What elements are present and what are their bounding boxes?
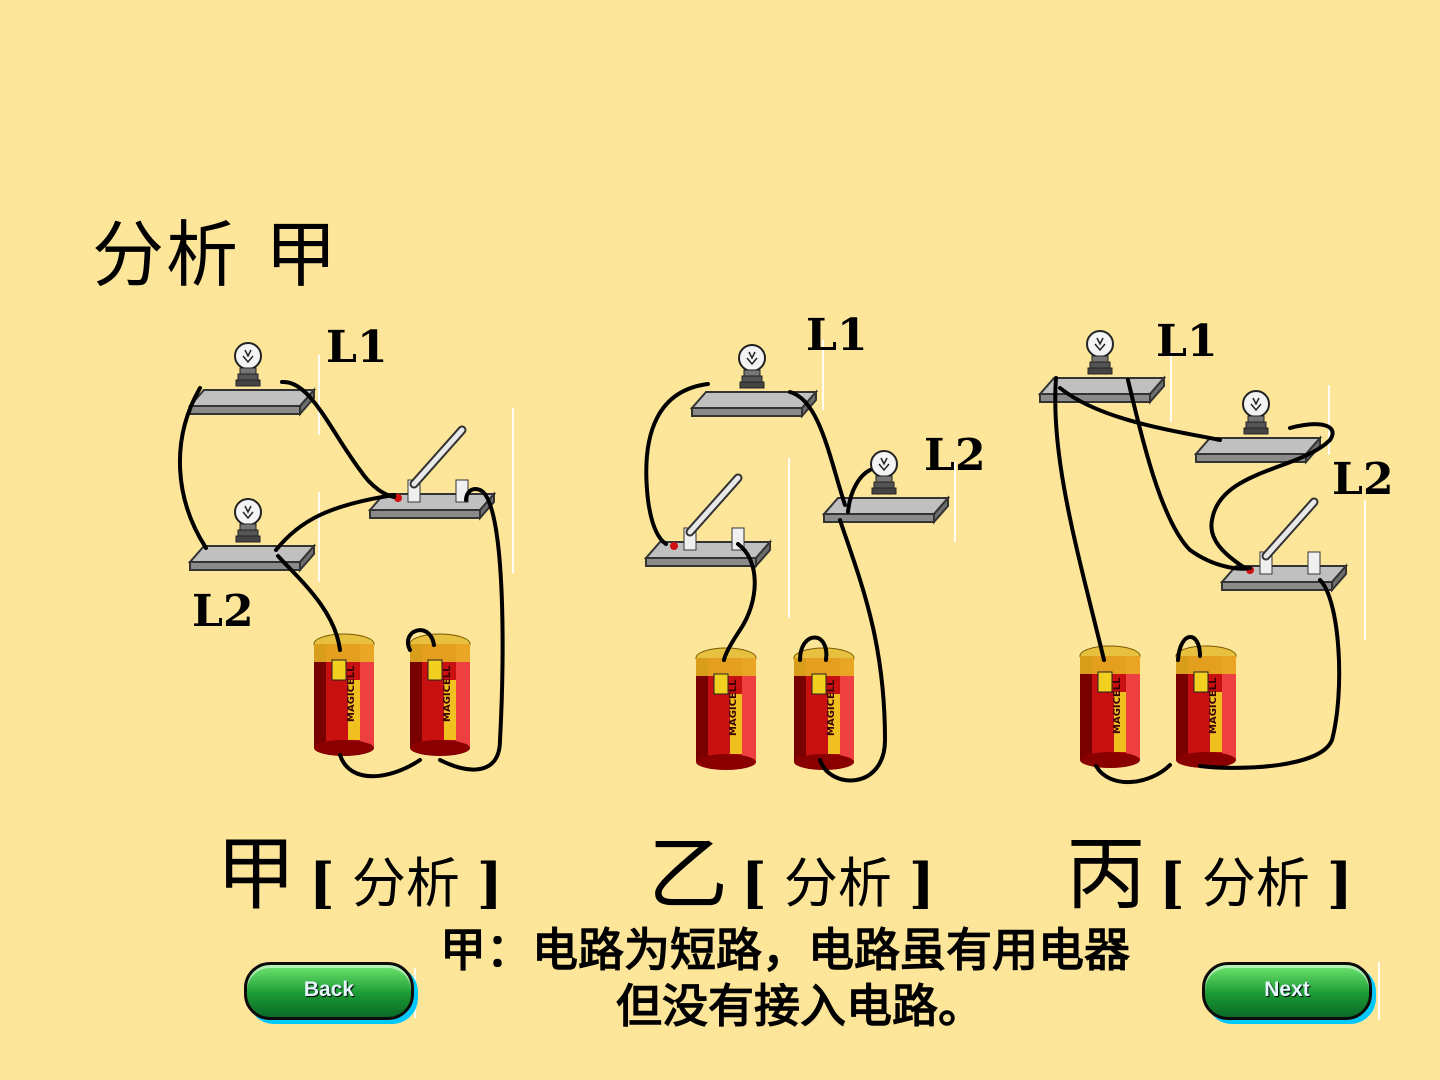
- label-bing-l2: L2: [1332, 454, 1394, 505]
- label-jia-l1: L1: [326, 322, 388, 373]
- battery-jia-2: [409, 633, 471, 757]
- analysis-line-1: 甲：电路为短路，电路虽有用电器: [440, 923, 1130, 977]
- analysis-text: 甲：电路为短路，电路虽有用电器 但没有接入电路。: [440, 922, 1160, 1034]
- next-button[interactable]: Next: [1202, 962, 1372, 1020]
- caption-yi: 乙 [ 分析 ]: [648, 810, 935, 926]
- label-bing-l1: L1: [1156, 316, 1218, 367]
- bracket-open: [: [309, 851, 335, 915]
- bulb-l1: [1086, 330, 1114, 375]
- lamp-board-l1: [1039, 377, 1165, 403]
- label-yi-l2: L2: [924, 430, 986, 481]
- wires-bing: [1053, 376, 1342, 784]
- decor-line: [822, 340, 824, 410]
- battery-yi-2: [793, 647, 855, 771]
- switch-jia: [370, 430, 494, 518]
- switch-yi: [646, 478, 770, 566]
- battery-brand-text: MAGICELL: [728, 679, 739, 736]
- lamp-board-l2: [189, 545, 315, 571]
- battery-brand-text: MAGICELL: [1112, 677, 1123, 734]
- back-button[interactable]: Back: [244, 962, 414, 1020]
- slide-title: 分析 甲: [92, 213, 339, 297]
- switch-bing: [1222, 502, 1346, 590]
- caption-yi-title: 乙: [648, 828, 728, 921]
- caption-bing-title: 丙: [1066, 828, 1146, 921]
- caption-bing: 丙 [ 分析 ]: [1066, 810, 1353, 926]
- decor-line: [1364, 500, 1366, 640]
- decor-line: [954, 462, 956, 542]
- bracket-open: [: [1159, 851, 1185, 915]
- decor-line: [1378, 962, 1380, 1020]
- lamp-board-l1: [189, 389, 315, 415]
- label-jia-l2: L2: [192, 586, 254, 637]
- bracket-close: ]: [1327, 851, 1353, 915]
- bulb-l2: [234, 498, 262, 543]
- bracket-close: ]: [477, 851, 503, 915]
- decor-line: [512, 408, 514, 573]
- battery-brand-text: MAGICELL: [1208, 677, 1219, 734]
- decor-line: [1328, 385, 1330, 455]
- battery-bing-1: [1079, 645, 1141, 769]
- battery-brand-text: MAGICELL: [346, 665, 357, 722]
- bulb-l2: [1242, 390, 1270, 435]
- decor-line: [788, 458, 790, 618]
- decor-line: [414, 968, 416, 1018]
- circuit-jia: [178, 342, 505, 779]
- label-yi-l1: L1: [806, 310, 868, 361]
- circuit-bing: [1039, 330, 1346, 784]
- battery-brand-text: MAGICELL: [826, 679, 837, 736]
- bracket-close: ]: [909, 851, 935, 915]
- decor-line: [318, 492, 320, 582]
- battery-bing-2: [1175, 645, 1237, 769]
- battery-brand-text: MAGICELL: [442, 665, 453, 722]
- decor-line: [1170, 352, 1172, 422]
- bulb-l1: [234, 342, 262, 387]
- caption-bing-link[interactable]: [ 分析 ]: [1159, 851, 1353, 915]
- wires-jia: [178, 379, 505, 779]
- caption-jia: 甲 [ 分析 ]: [216, 810, 503, 926]
- bulb-l2: [870, 450, 898, 495]
- battery-jia-1: [313, 633, 375, 757]
- wires-yi: [644, 382, 888, 783]
- battery-yi-1: [695, 647, 757, 771]
- analysis-line-2: 但没有接入电路。: [616, 979, 984, 1033]
- bulb-l1: [738, 344, 766, 389]
- decor-line: [318, 355, 320, 435]
- caption-yi-link-text: 分析: [783, 852, 892, 915]
- caption-jia-link[interactable]: [ 分析 ]: [309, 851, 503, 915]
- caption-jia-title: 甲: [216, 828, 296, 921]
- caption-jia-link-text: 分析: [351, 852, 460, 915]
- bracket-open: [: [741, 851, 767, 915]
- circuit-yi: [644, 344, 949, 783]
- caption-yi-link[interactable]: [ 分析 ]: [741, 851, 935, 915]
- caption-bing-link-text: 分析: [1201, 852, 1310, 915]
